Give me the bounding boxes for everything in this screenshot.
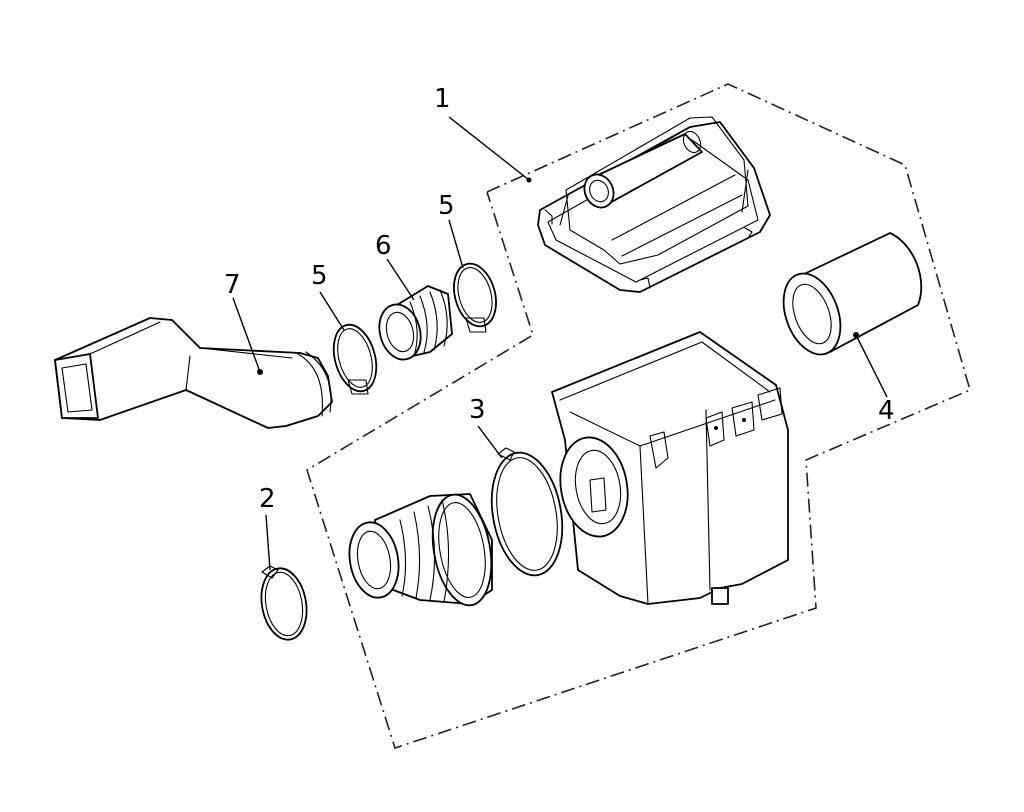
part-inlet-duct <box>54 317 333 429</box>
part-corrugated-hose <box>378 285 453 361</box>
callout-3: 3 <box>469 395 486 425</box>
callout-5-left: 5 <box>311 261 328 291</box>
assembly-boundary <box>306 83 971 750</box>
callout-7: 7 <box>224 270 241 300</box>
leader-lines <box>232 116 888 571</box>
part-cover <box>537 116 771 293</box>
part-large-clamp <box>490 447 564 577</box>
part-hose-clamp-left <box>332 323 378 395</box>
part-filter-element <box>782 232 923 356</box>
leader-2 <box>265 514 271 571</box>
leader-1 <box>448 116 530 181</box>
callout-6: 6 <box>375 231 392 261</box>
leader-5a <box>319 291 345 331</box>
callout-2: 2 <box>259 484 276 514</box>
leader-5b <box>448 219 464 269</box>
part-small-clamp <box>260 565 308 641</box>
callouts: 1 2 3 4 5 5 6 7 <box>224 84 895 514</box>
callout-1: 1 <box>434 84 451 114</box>
callout-4: 4 <box>878 396 895 426</box>
leader-3 <box>477 425 503 459</box>
part-housing <box>551 331 789 605</box>
leader-7 <box>232 297 261 373</box>
part-hose-clamp-right <box>453 262 497 333</box>
callout-5-right: 5 <box>438 191 455 221</box>
part-inlet-adapter <box>348 493 493 607</box>
leader-4 <box>855 334 888 398</box>
leader-6 <box>386 258 415 301</box>
